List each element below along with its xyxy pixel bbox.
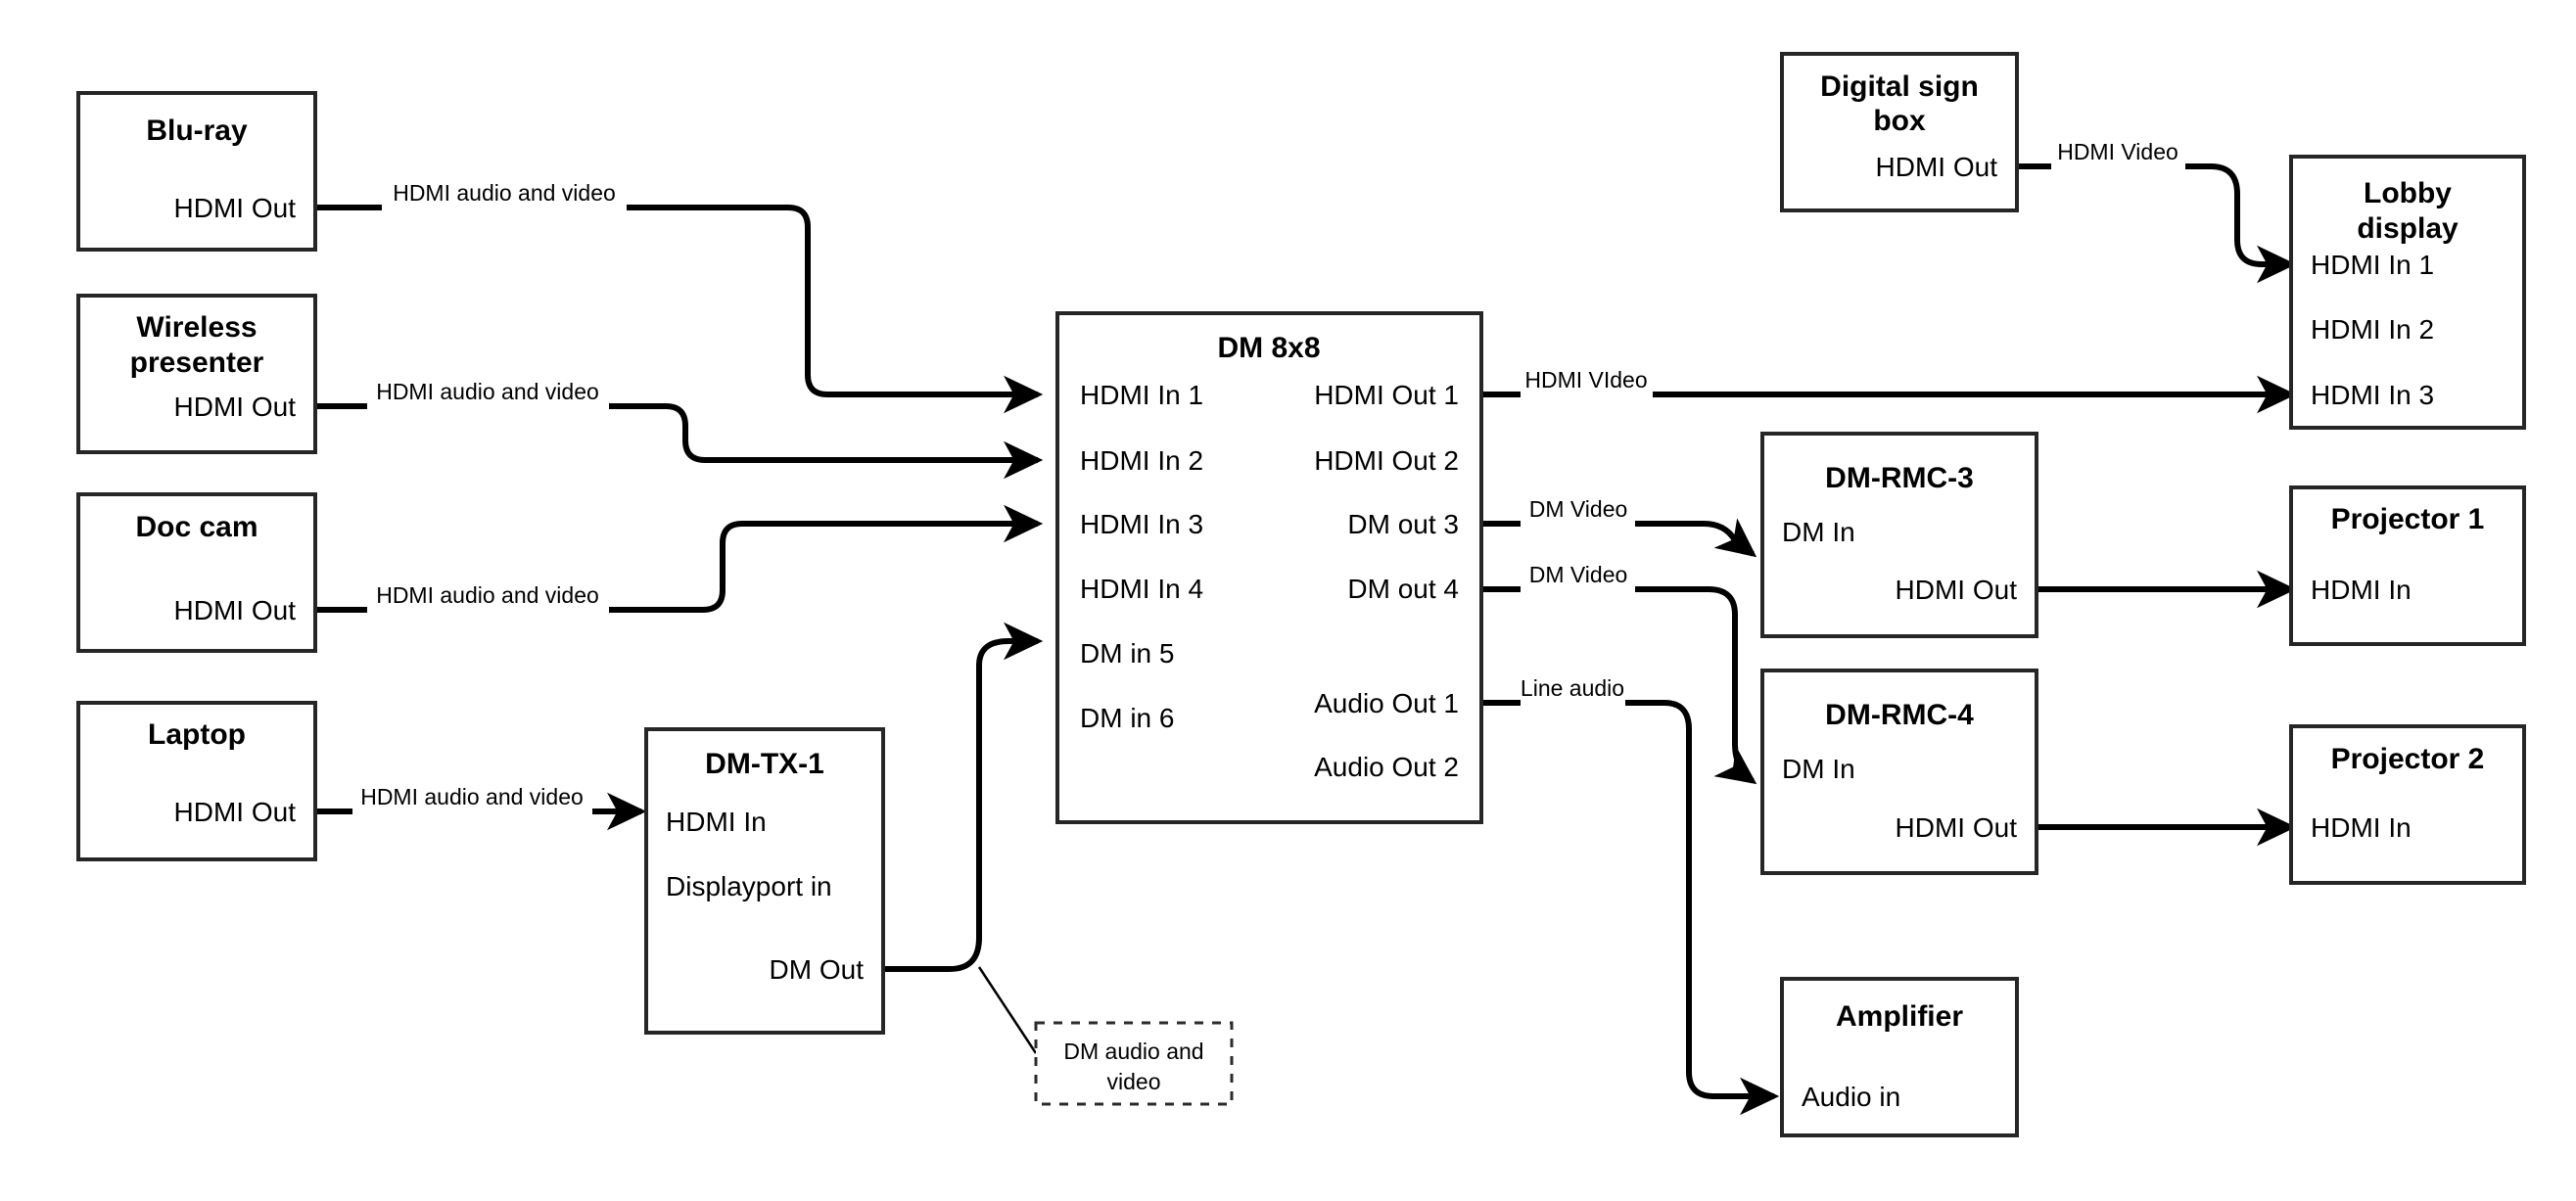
port-dm-8x8-audio-out-2[interactable]: Audio Out 2	[1314, 752, 1459, 782]
node-dm-rmc-3[interactable]: DM-RMC-3 DM In HDMI Out	[1760, 432, 2038, 638]
port-dm-tx-1-hdmi-in[interactable]: HDMI In	[666, 807, 767, 837]
connection-wireless-to-dm-in-2: HDMI audio and video	[315, 379, 1044, 480]
node-wireless-presenter[interactable]: Wireless presenter HDMI Out	[76, 294, 317, 454]
node-blu-ray[interactable]: Blu-ray HDMI Out	[76, 91, 317, 252]
connection-audio-out-1-to-amplifier: Line audio	[1481, 675, 1780, 1116]
node-projector-2[interactable]: Projector 2 HDMI In	[2289, 724, 2526, 885]
port-dm-8x8-hdmi-out-1[interactable]: HDMI Out 1	[1314, 380, 1459, 410]
connection-sign-box-to-lobby-in-1: HDMI Video	[2017, 139, 2297, 284]
port-digital-sign-box-hdmi-out[interactable]: HDMI Out	[1876, 152, 1998, 182]
node-title-wireless-presenter-line1: Wireless	[136, 311, 257, 344]
port-dm-8x8-hdmi-in-3[interactable]: HDMI In 3	[1080, 509, 1203, 539]
port-projector-2-hdmi-in[interactable]: HDMI In	[2311, 812, 2412, 843]
node-title-projector-1: Projector 1	[2331, 503, 2485, 535]
connection-laptop-to-dm-tx-1: HDMI audio and video	[315, 784, 647, 831]
node-title-digital-sign-box-line2: box	[1873, 105, 1926, 137]
port-amplifier-audio-in[interactable]: Audio in	[1802, 1082, 1900, 1112]
edge-label-sign-box-to-lobby-in-1: HDMI Video	[2057, 139, 2178, 164]
node-title-laptop: Laptop	[148, 718, 246, 751]
node-lobby-display[interactable]: Lobby display HDMI In 1 HDMI In 2 HDMI I…	[2289, 155, 2526, 430]
port-dm-rmc-4-dm-in[interactable]: DM In	[1782, 754, 1855, 784]
node-title-blu-ray: Blu-ray	[146, 115, 248, 147]
node-digital-sign-box[interactable]: Digital sign box HDMI Out	[1780, 52, 2019, 212]
node-projector-1[interactable]: Projector 1 HDMI In	[2289, 485, 2526, 646]
connection-doc-cam-to-dm-in-3: HDMI audio and video	[315, 504, 1044, 613]
port-dm-rmc-4-hdmi-out[interactable]: HDMI Out	[1896, 812, 2018, 843]
node-title-doc-cam: Doc cam	[135, 511, 258, 543]
node-title-lobby-display-line1: Lobby	[2364, 177, 2452, 209]
node-dm-8x8[interactable]: DM 8x8 HDMI In 1 HDMI In 2 HDMI In 3 HDM…	[1055, 311, 1483, 824]
node-amplifier[interactable]: Amplifier Audio in	[1780, 977, 2019, 1137]
node-title-digital-sign-box-line1: Digital sign	[1820, 70, 1979, 103]
port-dm-8x8-hdmi-in-2[interactable]: HDMI In 2	[1080, 445, 1203, 476]
node-title-lobby-display-line2: display	[2357, 212, 2459, 245]
node-title-dm-tx-1: DM-TX-1	[705, 748, 824, 780]
port-dm-rmc-3-hdmi-out[interactable]: HDMI Out	[1896, 575, 2018, 605]
port-dm-8x8-hdmi-in-4[interactable]: HDMI In 4	[1080, 574, 1203, 604]
port-dm-rmc-3-dm-in[interactable]: DM In	[1782, 517, 1855, 547]
note-dm-audio-and-video: DM audio and video	[1034, 1021, 1234, 1106]
node-title-wireless-presenter-line2: presenter	[130, 346, 264, 379]
edge-label-dm-out-4-to-rmc-4: DM Video	[1529, 562, 1628, 587]
connection-dm-tx-1-to-dm-in-5	[883, 622, 1044, 1054]
edge-label-blu-ray-to-dm-in-1: HDMI audio and video	[393, 180, 616, 206]
node-title-dm-rmc-4: DM-RMC-4	[1825, 699, 1974, 731]
connection-dm-out-1-to-lobby-in-3: HDMI VIdeo	[1481, 367, 2297, 414]
connection-blu-ray-to-dm-in-1: HDMI audio and video	[315, 180, 1044, 414]
port-laptop-hdmi-out[interactable]: HDMI Out	[174, 797, 297, 827]
connection-dm-out-4-to-rmc-4: DM Video	[1481, 562, 1757, 785]
port-blu-ray-hdmi-out[interactable]: HDMI Out	[174, 193, 297, 223]
node-dm-tx-1[interactable]: DM-TX-1 HDMI In Displayport in DM Out	[644, 727, 885, 1035]
port-dm-8x8-dm-in-6[interactable]: DM in 6	[1080, 703, 1174, 733]
port-lobby-display-hdmi-in-2[interactable]: HDMI In 2	[2311, 314, 2434, 345]
edge-label-wireless-to-dm-in-2: HDMI audio and video	[376, 379, 599, 404]
node-dm-rmc-4[interactable]: DM-RMC-4 DM In HDMI Out	[1760, 669, 2038, 875]
note-line-1: DM audio and	[1063, 1039, 1203, 1064]
port-doc-cam-hdmi-out[interactable]: HDMI Out	[174, 595, 297, 625]
connection-dm-out-3-to-rmc-3: DM Video	[1481, 496, 1757, 558]
node-laptop[interactable]: Laptop HDMI Out	[76, 701, 317, 861]
port-wireless-presenter-hdmi-out[interactable]: HDMI Out	[174, 392, 297, 422]
port-dm-8x8-dm-out-3[interactable]: DM out 3	[1347, 509, 1459, 539]
port-dm-8x8-hdmi-out-2[interactable]: HDMI Out 2	[1314, 445, 1459, 476]
edge-label-audio-out-1-to-amplifier: Line audio	[1521, 675, 1624, 701]
port-dm-8x8-dm-in-5[interactable]: DM in 5	[1080, 638, 1174, 669]
port-dm-8x8-audio-out-1[interactable]: Audio Out 1	[1314, 688, 1459, 718]
port-dm-8x8-dm-out-4[interactable]: DM out 4	[1347, 574, 1459, 604]
port-dm-8x8-hdmi-in-1[interactable]: HDMI In 1	[1080, 380, 1203, 410]
edge-label-laptop-to-dm-tx-1: HDMI audio and video	[360, 784, 584, 809]
port-lobby-display-hdmi-in-1[interactable]: HDMI In 1	[2311, 250, 2434, 280]
edge-label-doc-cam-to-dm-in-3: HDMI audio and video	[376, 582, 599, 608]
node-title-dm-rmc-3: DM-RMC-3	[1825, 462, 1974, 494]
port-dm-tx-1-dm-out[interactable]: DM Out	[770, 954, 865, 985]
node-title-dm-8x8: DM 8x8	[1217, 332, 1320, 364]
edge-label-dm-out-1-to-lobby-in-3: HDMI VIdeo	[1524, 367, 1647, 393]
port-lobby-display-hdmi-in-3[interactable]: HDMI In 3	[2311, 380, 2434, 410]
port-projector-1-hdmi-in[interactable]: HDMI In	[2311, 575, 2412, 605]
port-dm-tx-1-displayport-in[interactable]: Displayport in	[666, 871, 832, 901]
node-title-projector-2: Projector 2	[2331, 743, 2485, 775]
note-line-2: video	[1107, 1069, 1161, 1094]
node-title-amplifier: Amplifier	[1836, 1000, 1963, 1033]
node-doc-cam[interactable]: Doc cam HDMI Out	[76, 492, 317, 653]
edge-label-dm-out-3-to-rmc-3: DM Video	[1529, 496, 1628, 522]
